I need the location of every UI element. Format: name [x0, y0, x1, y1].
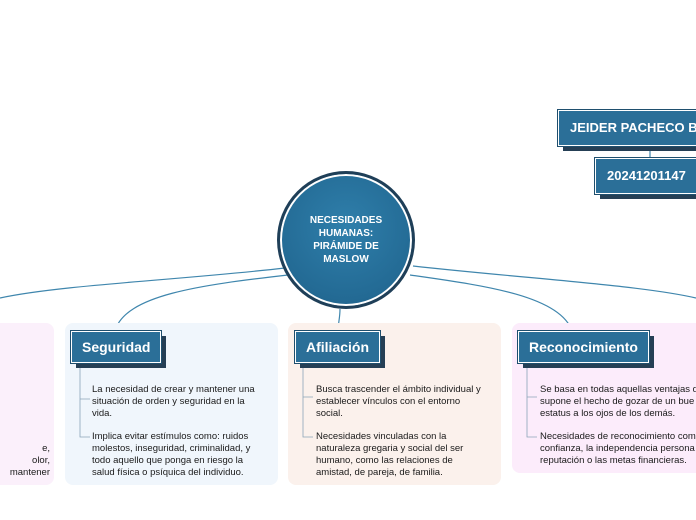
- reconocimiento-notes: Se basa en todas aquellas ventajas q sup…: [540, 384, 696, 478]
- afiliacion-note-1: Busca trascender el ámbito individual y …: [316, 384, 481, 419]
- reconocimiento-note-1: Se basa en todas aquellas ventajas q sup…: [540, 384, 696, 419]
- node-afiliacion[interactable]: Afiliación: [293, 330, 382, 364]
- central-topic-label: NECESIDADES HUMANAS: PIRÁMIDE DE MASLOW: [309, 215, 383, 265]
- node-seguridad[interactable]: Seguridad: [69, 330, 163, 364]
- connector-reconocimiento: [409, 274, 573, 332]
- author-name-node[interactable]: JEIDER PACHECO BO: [557, 109, 696, 147]
- seguridad-notes: La necesidad de crear y mantener una sit…: [92, 384, 272, 490]
- left-note-line-2: olor,: [32, 455, 50, 466]
- left-partial-notes: e, olor, mantener: [0, 443, 50, 479]
- central-topic[interactable]: NECESIDADES HUMANAS: PIRÁMIDE DE MASLOW: [277, 171, 415, 309]
- seguridad-note-2: Implica evitar estímulos como: ruidos mo…: [92, 431, 251, 478]
- connector-seguridad: [114, 274, 289, 332]
- afiliacion-notes: Busca trascender el ámbito individual y …: [316, 384, 496, 490]
- bracket-seguridad: [79, 362, 90, 438]
- panel-left-partial: [0, 323, 54, 485]
- connector-left: [0, 267, 286, 299]
- seguridad-note-1: La necesidad de crear y mantener una sit…: [92, 384, 255, 419]
- left-note-line-3: mantener: [9, 467, 50, 478]
- reconocimiento-note-2: Necesidades de reconocimiento com confia…: [540, 431, 696, 466]
- connector-right: [412, 265, 696, 299]
- afiliacion-note-2: Necesidades vinculadas con la naturaleza…: [316, 431, 464, 478]
- node-reconocimiento[interactable]: Reconocimiento: [517, 330, 650, 364]
- bracket-afiliacion: [302, 362, 313, 438]
- left-note-line-1: e,: [42, 443, 50, 454]
- bracket-reconocimiento: [526, 362, 537, 438]
- author-id-node[interactable]: 20241201147: [594, 157, 696, 195]
